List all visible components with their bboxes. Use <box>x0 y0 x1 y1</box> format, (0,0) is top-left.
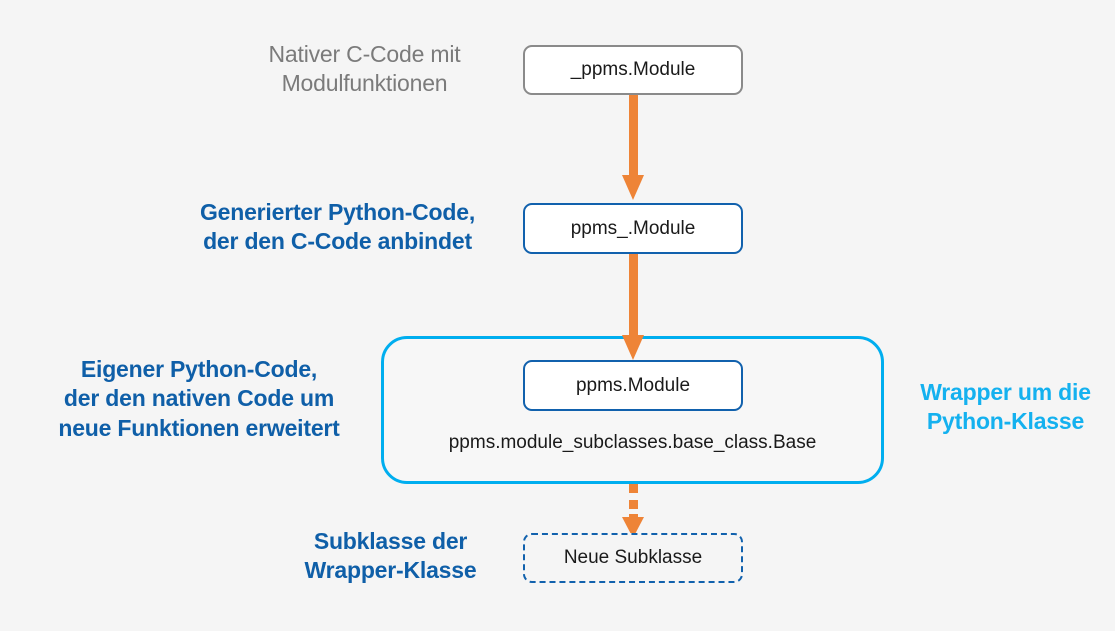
node-native-module-text: _ppms.Module <box>570 59 696 80</box>
node-new-subclass-text: Neue Subklasse <box>563 547 703 568</box>
node-wrapper-module-text: ppms.Module <box>575 374 691 396</box>
node-new-subclass: Neue Subklasse <box>523 533 743 583</box>
label-wrapper-note: Wrapper um die Python-Klasse <box>920 379 1091 435</box>
node-wrapper-module: ppms.Module <box>523 360 743 411</box>
arrow-native-to-generated <box>620 95 646 203</box>
label-generated-python-code: Generierter Python-Code, der den C-Code … <box>199 199 476 255</box>
label-subclass-note: Subklasse der Wrapper-Klasse <box>304 528 477 584</box>
node-native-module: _ppms.Module <box>523 45 743 95</box>
label-native-c-code: Nativer C-Code mit Modulfunktionen <box>268 41 461 97</box>
node-base-class-text: ppms.module_subclasses.base_class.Base <box>448 432 817 453</box>
node-generated-module-text: ppms_.Module <box>570 217 696 239</box>
label-own-python-code: Eigener Python-Code, der den nativen Cod… <box>58 356 340 441</box>
arrow-generated-to-wrapper <box>620 253 646 363</box>
arrow-wrapper-to-subclass <box>620 484 646 540</box>
node-generated-module: ppms_.Module <box>523 203 743 254</box>
